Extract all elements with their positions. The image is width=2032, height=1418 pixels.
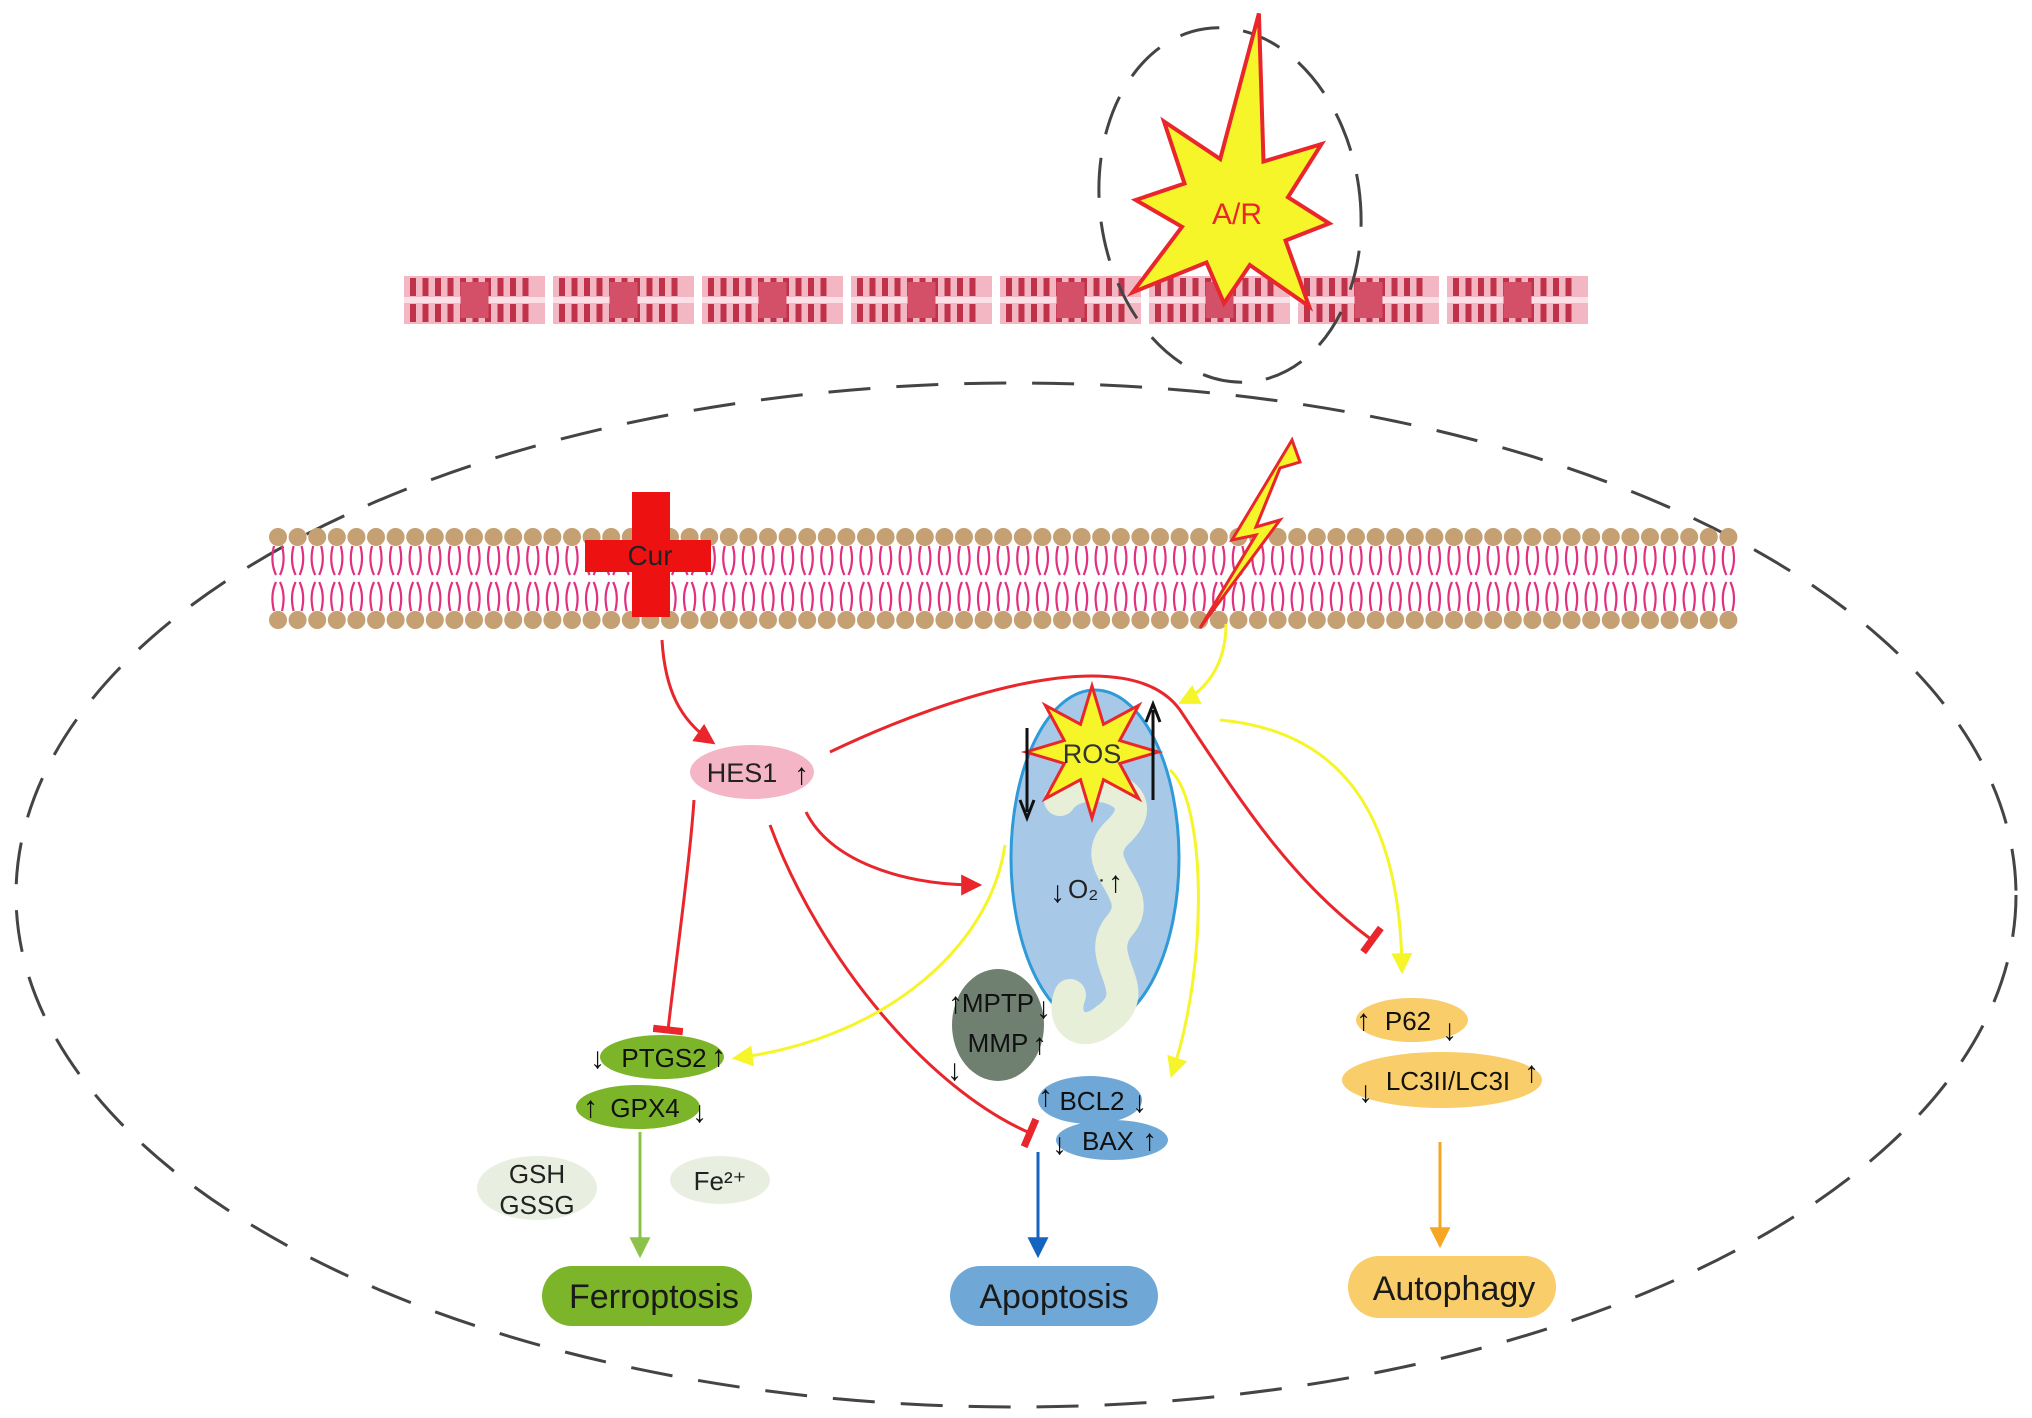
ros-down-head-icon <box>1018 799 1036 823</box>
ros-to-p62-arrow <box>1219 718 1413 975</box>
bax-down-arrow: ↓ <box>1052 1128 1067 1161</box>
mmp-label: MMP <box>968 1028 1029 1058</box>
mptp-label: MPTP <box>962 988 1034 1018</box>
o2-label: O₂˙ <box>1068 874 1107 904</box>
lightning-icon <box>1198 436 1302 629</box>
bax-label: BAX <box>1082 1126 1134 1156</box>
p62-label: P62 <box>1385 1006 1431 1036</box>
ros-starburst-icon: ROS <box>1020 680 1164 824</box>
gpx4-node: GPX4 <box>576 1085 700 1129</box>
lc3-down-arrow: ↓ <box>1358 1076 1373 1109</box>
cur-label: Cur <box>627 540 672 571</box>
mptp-mmp-node: MPTP MMP <box>952 969 1044 1081</box>
bcl2-up-arrow: ↑ <box>1038 1080 1053 1113</box>
cell-outline <box>14 381 2018 1409</box>
ferroptosis-box: Ferroptosis <box>542 1266 752 1326</box>
lightning-to-ros-arrow <box>1178 623 1228 704</box>
ar-label: A/R <box>1212 198 1262 231</box>
gpx4-up-arrow: ↑ <box>583 1091 598 1124</box>
ptgs2-down-arrow: ↓ <box>590 1042 605 1075</box>
hes1-to-mito-arrow <box>804 811 983 896</box>
myofibril-band <box>404 276 1588 324</box>
autophagy-label: Autophagy <box>1373 1270 1536 1308</box>
hes1-inhibit-apoptosis <box>768 824 1040 1149</box>
mito-to-ptgs2-arrow <box>731 844 1007 1067</box>
bcl2-node: BCL2 <box>1038 1076 1142 1124</box>
fe-label: Fe²⁺ <box>694 1166 747 1196</box>
p62-node: P62 <box>1356 998 1468 1042</box>
p62-down-arrow: ↓ <box>1442 1014 1457 1047</box>
ferroptosis-label: Ferroptosis <box>569 1278 739 1316</box>
cur-cross-icon: Cur <box>585 492 711 617</box>
apoptosis-label: Apoptosis <box>979 1278 1128 1316</box>
hes1-label: HES1 <box>707 758 778 788</box>
bcl2-label: BCL2 <box>1059 1086 1124 1116</box>
mmp-up-arrow: ↑ <box>1032 1028 1047 1061</box>
mmp-down-arrow: ↓ <box>947 1054 962 1087</box>
mptp-down-arrow: ↓ <box>1036 992 1051 1025</box>
gsh-label: GSH <box>509 1159 565 1189</box>
hes1-inhibit-ptgs2 <box>652 799 696 1036</box>
lc3-node: LC3II/LC3I <box>1342 1052 1542 1108</box>
fe-node: Fe²⁺ <box>670 1156 770 1204</box>
ros-label: ROS <box>1063 739 1122 769</box>
gpx4-label: GPX4 <box>610 1093 679 1123</box>
mitochondrion <box>1009 688 1181 1045</box>
lc3-label: LC3II/LC3I <box>1386 1066 1510 1096</box>
ptgs2-label: PTGS2 <box>621 1043 706 1073</box>
ros-to-bcl2-arrow <box>1167 768 1200 1078</box>
gsh-gssg-node: GSH GSSG <box>477 1156 597 1220</box>
o2-down-arrow: ↓ <box>1050 876 1065 909</box>
bax-up-arrow: ↑ <box>1142 1124 1157 1157</box>
ros-up-head-icon <box>1144 699 1162 723</box>
ptgs2-node: PTGS2 <box>600 1035 724 1079</box>
gssg-label: GSSG <box>499 1190 574 1220</box>
hes1-node: HES1 <box>690 745 814 799</box>
ar-dashed-outline <box>1097 26 1363 384</box>
apoptosis-box: Apoptosis <box>950 1266 1158 1326</box>
bax-node: BAX <box>1056 1120 1168 1160</box>
gpx4-down-arrow: ↓ <box>692 1096 707 1129</box>
hes1-inhibit-p62 <box>829 674 1384 955</box>
hes1-up-arrow: ↑ <box>794 758 809 791</box>
autophagy-box: Autophagy <box>1348 1256 1556 1318</box>
o2-up-arrow: ↑ <box>1108 866 1123 899</box>
lc3-up-arrow: ↑ <box>1524 1056 1539 1089</box>
ar-starburst-icon: A/R <box>1126 12 1334 312</box>
ptgs2-up-arrow: ↑ <box>711 1040 726 1073</box>
p62-up-arrow: ↑ <box>1356 1004 1371 1037</box>
cur-to-hes1-arrow <box>660 639 716 745</box>
cell-membrane <box>269 528 1738 629</box>
bcl2-down-arrow: ↓ <box>1132 1086 1147 1119</box>
mptp-up-arrow: ↑ <box>948 987 963 1020</box>
